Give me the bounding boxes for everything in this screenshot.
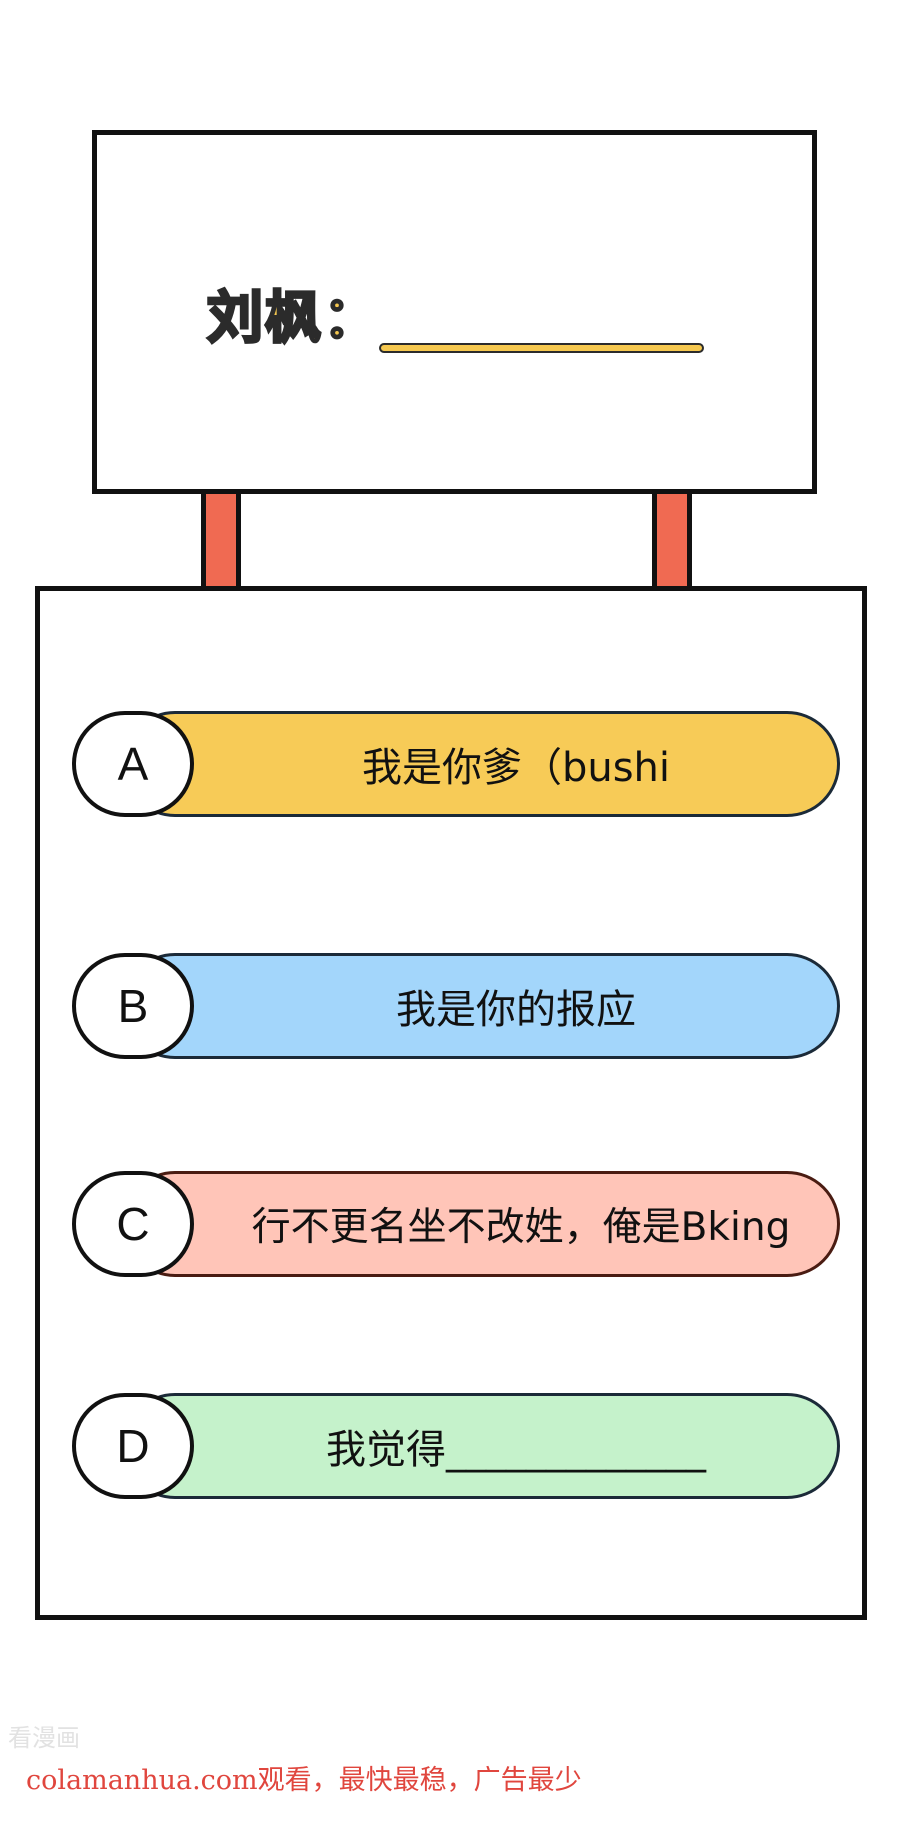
- option-c[interactable]: 行不更名坐不改姓，俺是Bking C: [72, 1171, 840, 1277]
- sign-title: 刘枫：: [206, 285, 381, 353]
- option-a-text: 我是你爹（bushi: [122, 711, 840, 817]
- sign-blank-line: [379, 343, 704, 353]
- option-d-text: 我觉得_____________: [122, 1393, 840, 1499]
- option-a[interactable]: 我是你爹（bushi A: [72, 711, 840, 817]
- options-panel: 我是你爹（bushi A 我是你的报应 B 行不更名坐不改姓，俺是Bking C…: [35, 586, 867, 1620]
- watermark-logo-text: 看漫画: [8, 1724, 80, 1752]
- option-d[interactable]: 我觉得_____________ D: [72, 1393, 840, 1499]
- option-d-badge: D: [72, 1393, 194, 1499]
- option-b-badge: B: [72, 953, 194, 1059]
- option-b-text: 我是你的报应: [122, 953, 840, 1059]
- option-c-badge: C: [72, 1171, 194, 1277]
- option-c-text: 行不更名坐不改姓，俺是Bking: [122, 1171, 840, 1277]
- sign-board: 刘枫：: [92, 130, 817, 494]
- watermark-line[interactable]: colamanhua.com观看，最快最稳，广告最少: [26, 1765, 582, 1796]
- sign-post-left: [201, 494, 241, 588]
- option-a-badge: A: [72, 711, 194, 817]
- option-b[interactable]: 我是你的报应 B: [72, 953, 840, 1059]
- sign-post-right: [652, 494, 692, 588]
